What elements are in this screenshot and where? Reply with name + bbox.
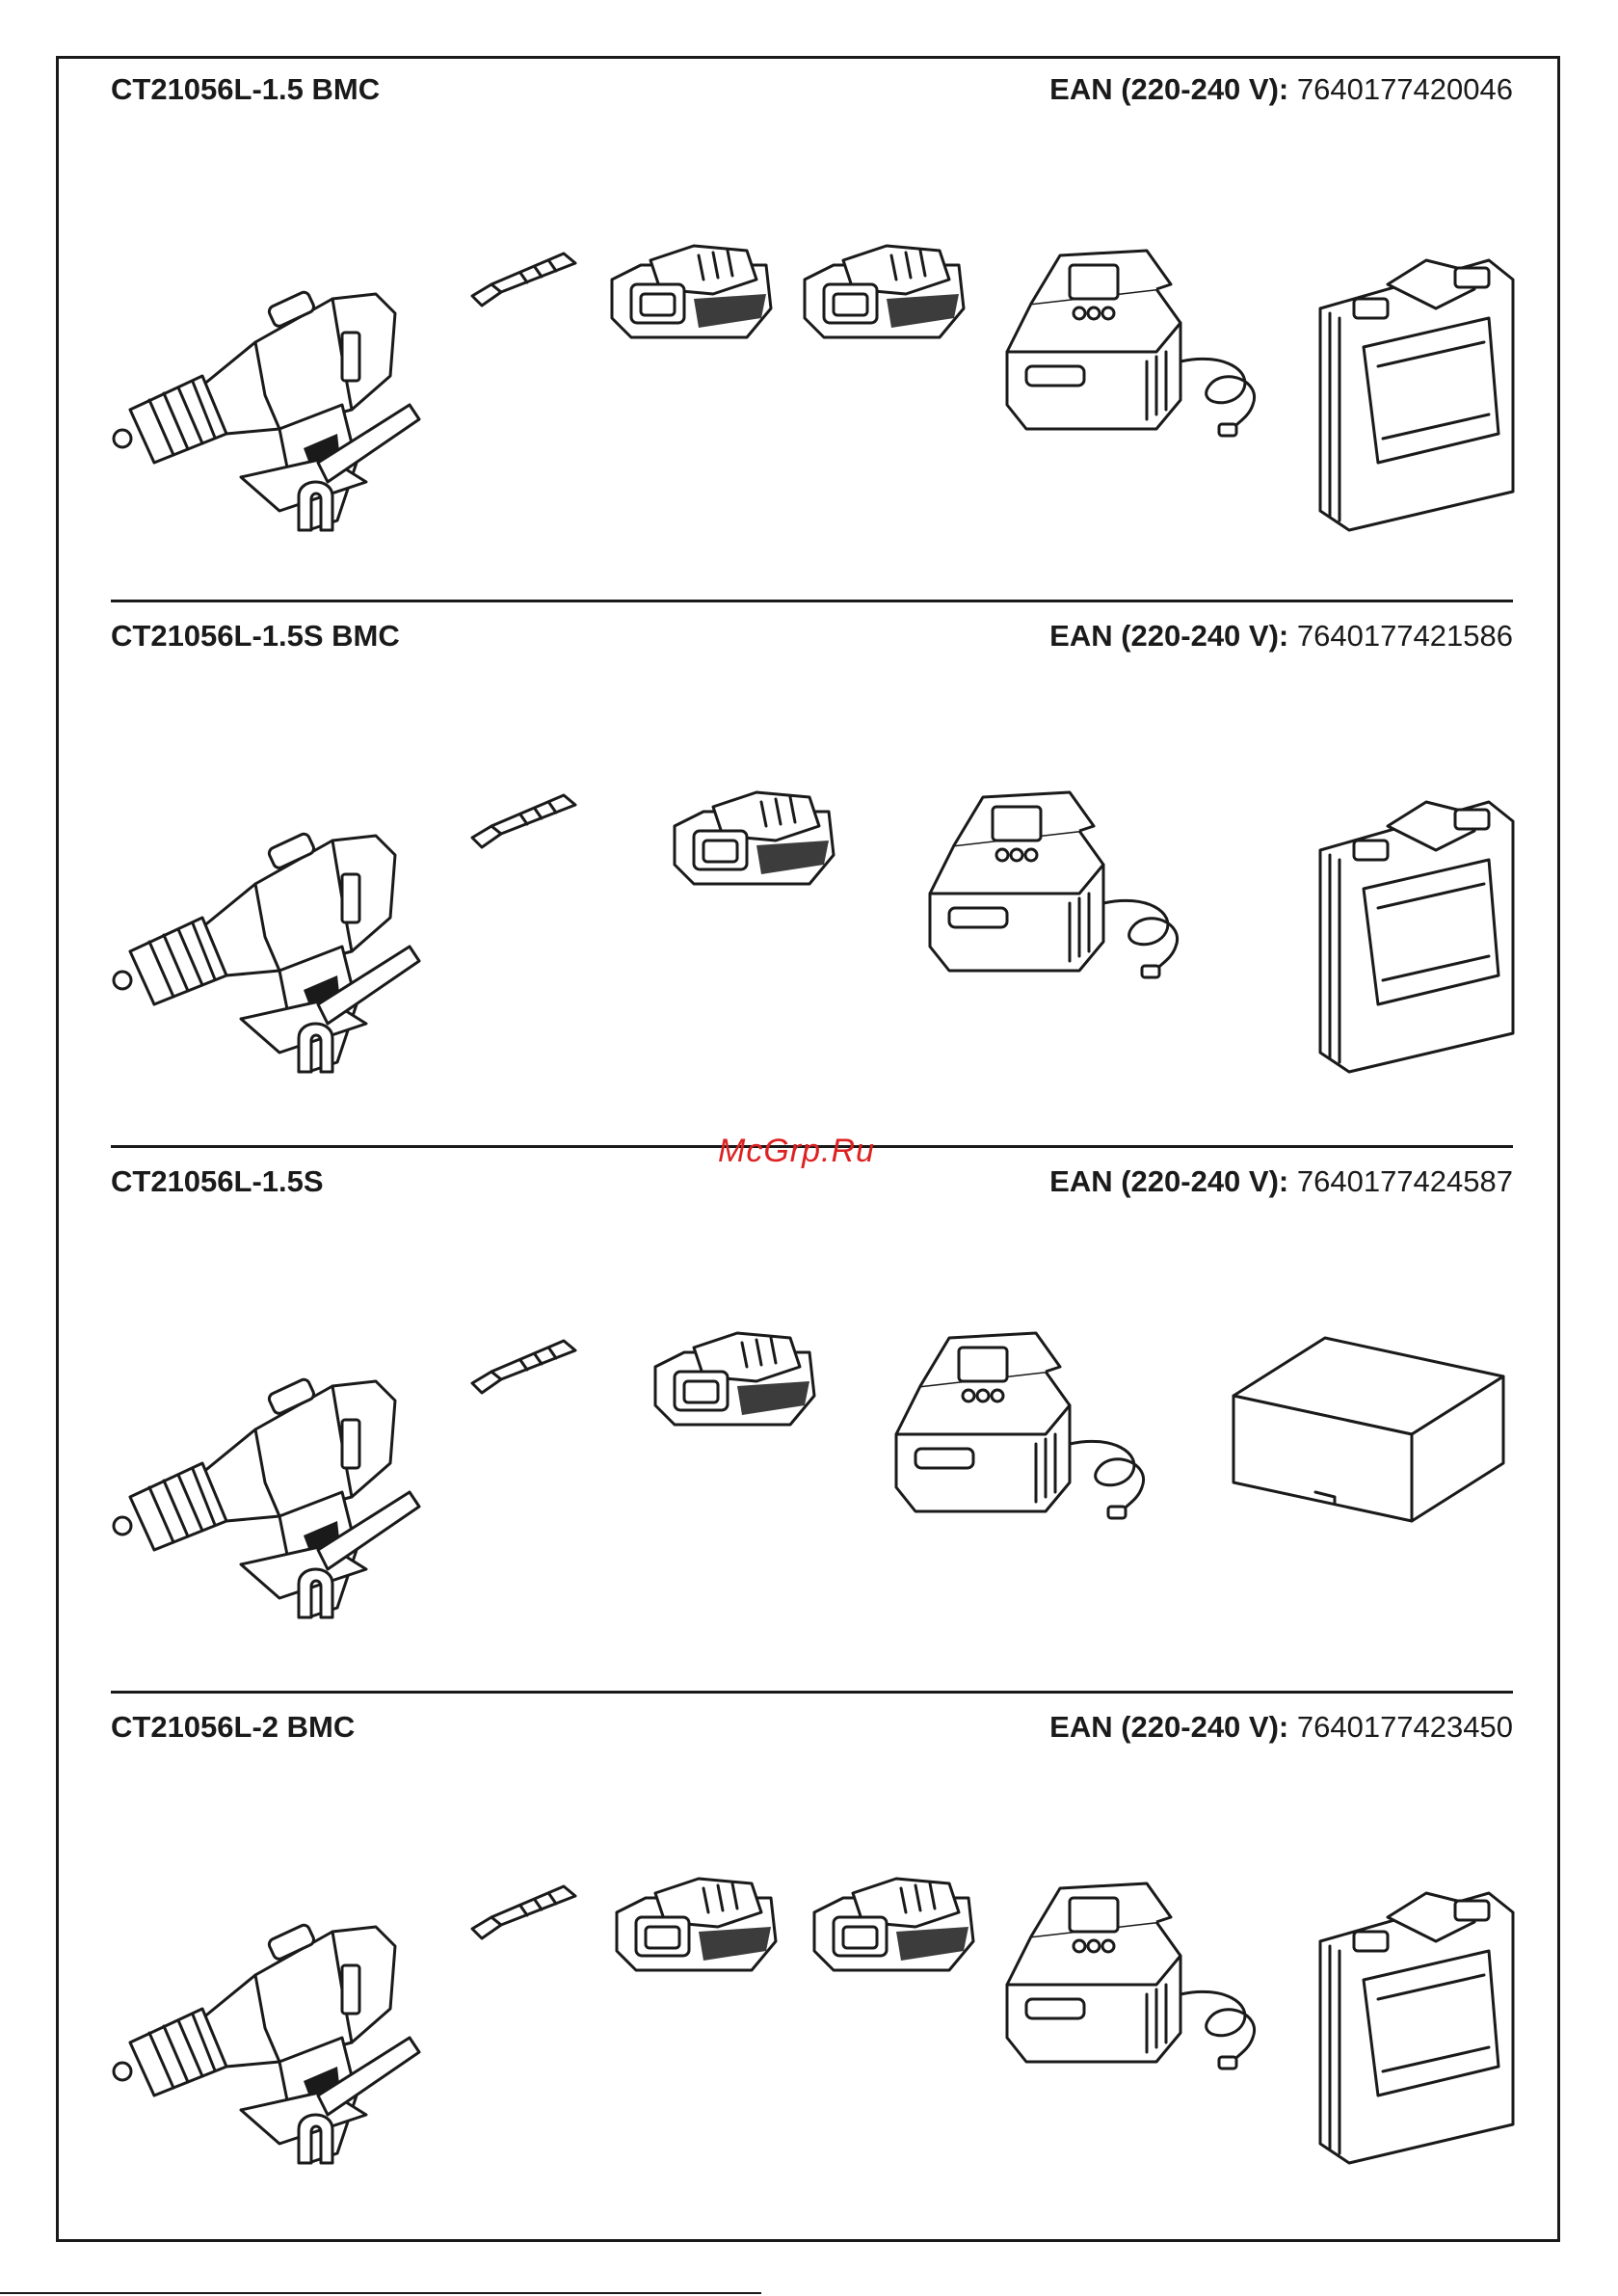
bit-icon <box>467 1879 583 1951</box>
ean-line: EAN (220-240 V): 7640177421586 <box>1049 619 1513 654</box>
battery-icon <box>646 1328 819 1439</box>
battery-icon <box>795 241 968 352</box>
ean-label: EAN (220-240 V): <box>1049 1710 1288 1744</box>
bit-icon <box>467 788 583 860</box>
ean-value: 7640177423450 <box>1297 1710 1513 1744</box>
model-name: CT21056L-1.5S BMC <box>111 619 400 654</box>
ean-value: 7640177424587 <box>1297 1164 1513 1198</box>
ean-line: EAN (220-240 V): 7640177423450 <box>1049 1710 1513 1745</box>
model-name: CT21056L-1.5S <box>111 1164 324 1199</box>
section-divider <box>111 1691 1513 1694</box>
charger-icon <box>925 788 1195 985</box>
ean-value: 7640177421586 <box>1297 619 1513 653</box>
box-icon <box>1229 1328 1508 1545</box>
charger-icon <box>891 1328 1161 1526</box>
case-icon <box>1291 783 1518 1081</box>
drill-icon <box>111 783 438 1086</box>
drill-icon <box>111 1328 438 1632</box>
footer-rule <box>0 2292 761 2294</box>
drill-icon <box>111 1874 438 2177</box>
kit-contents <box>111 140 1513 602</box>
ean-value: 7640177420046 <box>1297 72 1513 106</box>
ean-label: EAN (220-240 V): <box>1049 72 1288 106</box>
case-icon <box>1291 1874 1518 2173</box>
battery-icon <box>607 1874 781 1985</box>
case-icon <box>1291 241 1518 540</box>
bit-icon <box>467 246 583 318</box>
ean-line: EAN (220-240 V): 7640177420046 <box>1049 72 1513 107</box>
section-divider <box>111 600 1513 602</box>
ean-label: EAN (220-240 V): <box>1049 619 1288 653</box>
charger-icon <box>1002 246 1272 443</box>
battery-icon <box>665 788 838 898</box>
kit-contents <box>111 1777 1513 2240</box>
kit-contents <box>111 686 1513 1149</box>
bit-icon <box>467 1333 583 1405</box>
watermark: McGrp.Ru <box>718 1133 875 1170</box>
battery-icon <box>805 1874 978 1985</box>
kit-contents <box>111 1232 1513 1695</box>
charger-icon <box>1002 1879 1272 2076</box>
battery-icon <box>602 241 776 352</box>
ean-label: EAN (220-240 V): <box>1049 1164 1288 1198</box>
model-name: CT21056L-2 BMC <box>111 1710 355 1745</box>
ean-line: EAN (220-240 V): 7640177424587 <box>1049 1164 1513 1199</box>
model-name: CT21056L-1.5 BMC <box>111 72 380 107</box>
drill-icon <box>111 241 438 545</box>
